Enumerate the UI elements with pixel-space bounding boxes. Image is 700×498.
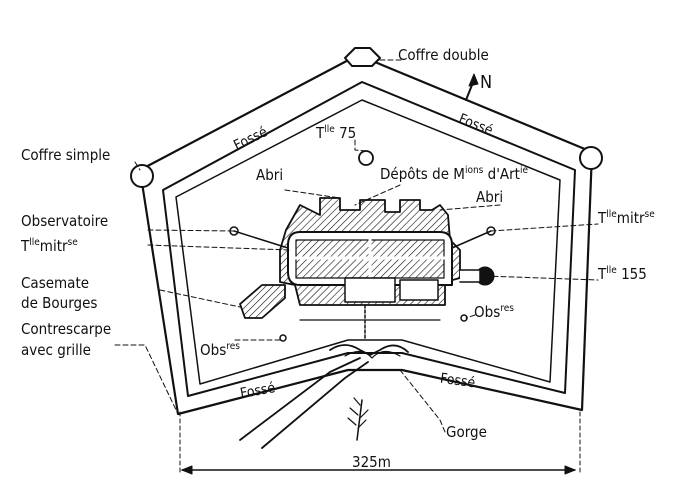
label-casemate-line1: Casemate	[21, 274, 90, 292]
label-obs-right: Obsres	[474, 303, 514, 321]
label-depots: Dépôts de Mions d'Artie	[380, 165, 529, 183]
label-observatoire: Observatoire	[21, 212, 109, 230]
field-symbol	[356, 399, 363, 441]
label-tourelle-mitr-right: Tllemitrse	[598, 209, 655, 227]
label-contrescarpe-line2: avec grille	[21, 341, 91, 359]
label-tourelle-mitr-left: Tllemitrse	[21, 237, 78, 255]
label-coffre-double: Coffre double	[398, 46, 489, 64]
coffre-simple-left	[130, 164, 154, 188]
gorge-entrance	[329, 344, 409, 356]
label-contrescarpe-line1: Contrescarpe	[21, 320, 112, 338]
label-casemate-line2: de Bourges	[21, 294, 98, 312]
label-obs-left: Obsres	[200, 341, 240, 359]
coffre-double	[344, 47, 381, 67]
access-road	[239, 357, 361, 441]
label-abri-right: Abri	[476, 188, 504, 206]
outer-counterscarp	[138, 53, 594, 416]
label-gorge: Gorge	[446, 423, 487, 441]
casemate-de-bourges	[239, 284, 286, 319]
escarp-line	[162, 81, 576, 397]
obs-left	[279, 334, 287, 342]
label-dimension: 325m	[352, 453, 391, 471]
label-north: N	[480, 72, 493, 93]
rampart-line	[175, 99, 561, 385]
label-tourelle-75: Tlle 75	[316, 124, 357, 142]
tourelle-75-turret	[358, 150, 374, 166]
coffre-right	[579, 146, 603, 170]
label-abri-left: Abri	[256, 166, 284, 184]
label-coffre-simple: Coffre simple	[21, 146, 111, 164]
label-tourelle-155: Tlle 155	[598, 265, 647, 283]
